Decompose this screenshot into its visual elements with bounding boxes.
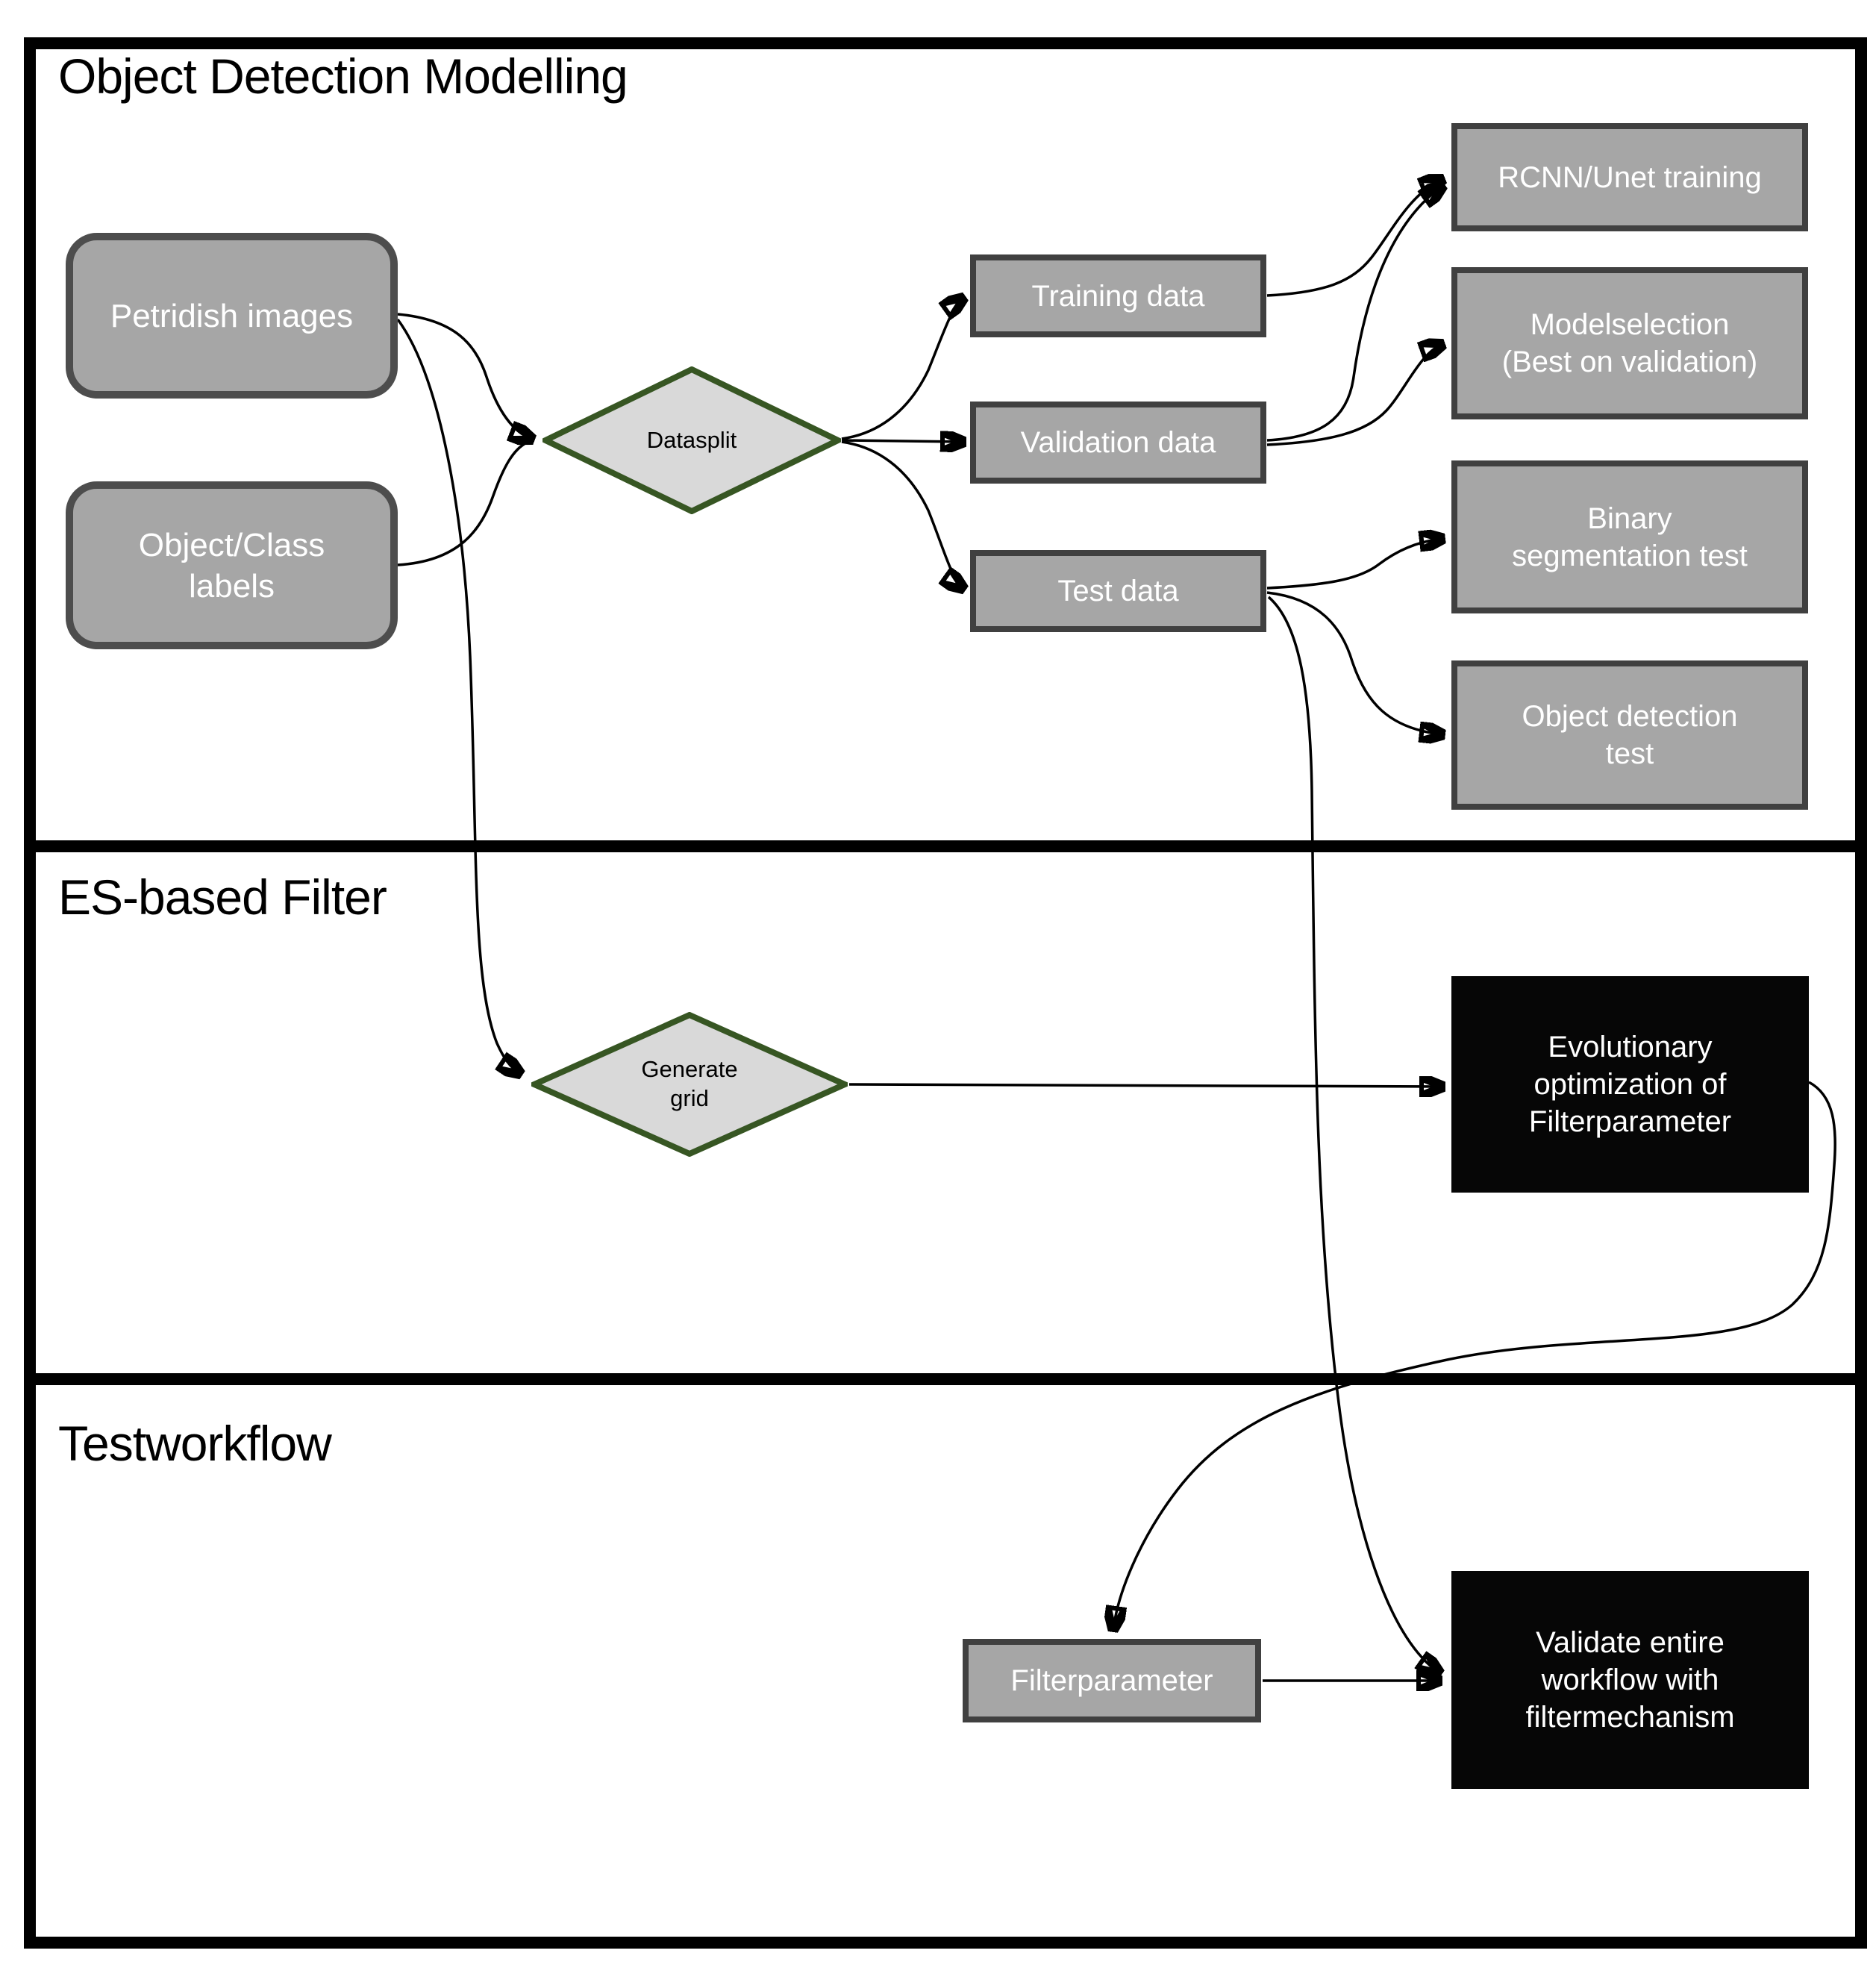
node-label: Petridish images: [110, 297, 354, 334]
node-label: Training data: [1031, 279, 1205, 313]
node-label: Test data: [1057, 575, 1179, 607]
node-label: Validate entire workflow with filtermech…: [1525, 1626, 1735, 1734]
section-divider-1: [36, 840, 1855, 852]
node-label: Evolutionary optimization of Filterparam…: [1528, 1031, 1732, 1138]
node-label: Filterparameter: [1010, 1664, 1213, 1697]
node-modelselection: Modelselection (Best on validation): [1451, 267, 1808, 419]
node-rcnn-unet-training: RCNN/Unet training: [1451, 123, 1808, 231]
node-generate-grid-shape: [531, 1012, 848, 1157]
node-label: Validation data: [1020, 426, 1216, 459]
node-binary-segmentation-test: Binary segmentation test: [1451, 460, 1808, 613]
node-datasplit-shape: [543, 366, 841, 514]
section-title-es-based-filter: ES-based Filter: [58, 869, 387, 925]
outer-border: [24, 37, 1867, 1949]
section-divider-2: [36, 1373, 1855, 1385]
node-label: RCNN/Unet training: [1498, 160, 1762, 194]
node-test-data: Test data: [970, 550, 1266, 632]
node-evolutionary-optimization: Evolutionary optimization of Filterparam…: [1451, 976, 1809, 1193]
node-validation-data: Validation data: [970, 402, 1266, 484]
section-title-testworkflow: Testworkflow: [58, 1416, 332, 1471]
node-label: Object detection test: [1522, 700, 1738, 770]
node-label: Binary segmentation test: [1512, 502, 1748, 572]
node-petridish-images: Petridish images: [66, 233, 398, 399]
node-object-class-labels: Object/Class labels: [66, 481, 398, 649]
node-label: Modelselection (Best on validation): [1501, 308, 1758, 378]
node-filterparameter: Filterparameter: [963, 1639, 1261, 1722]
node-object-detection-test: Object detection test: [1451, 660, 1808, 810]
node-validate-workflow: Validate entire workflow with filtermech…: [1451, 1571, 1809, 1789]
node-label: Object/Class labels: [138, 526, 325, 605]
section-title-object-detection-modelling: Object Detection Modelling: [58, 49, 628, 104]
node-training-data: Training data: [970, 254, 1266, 337]
